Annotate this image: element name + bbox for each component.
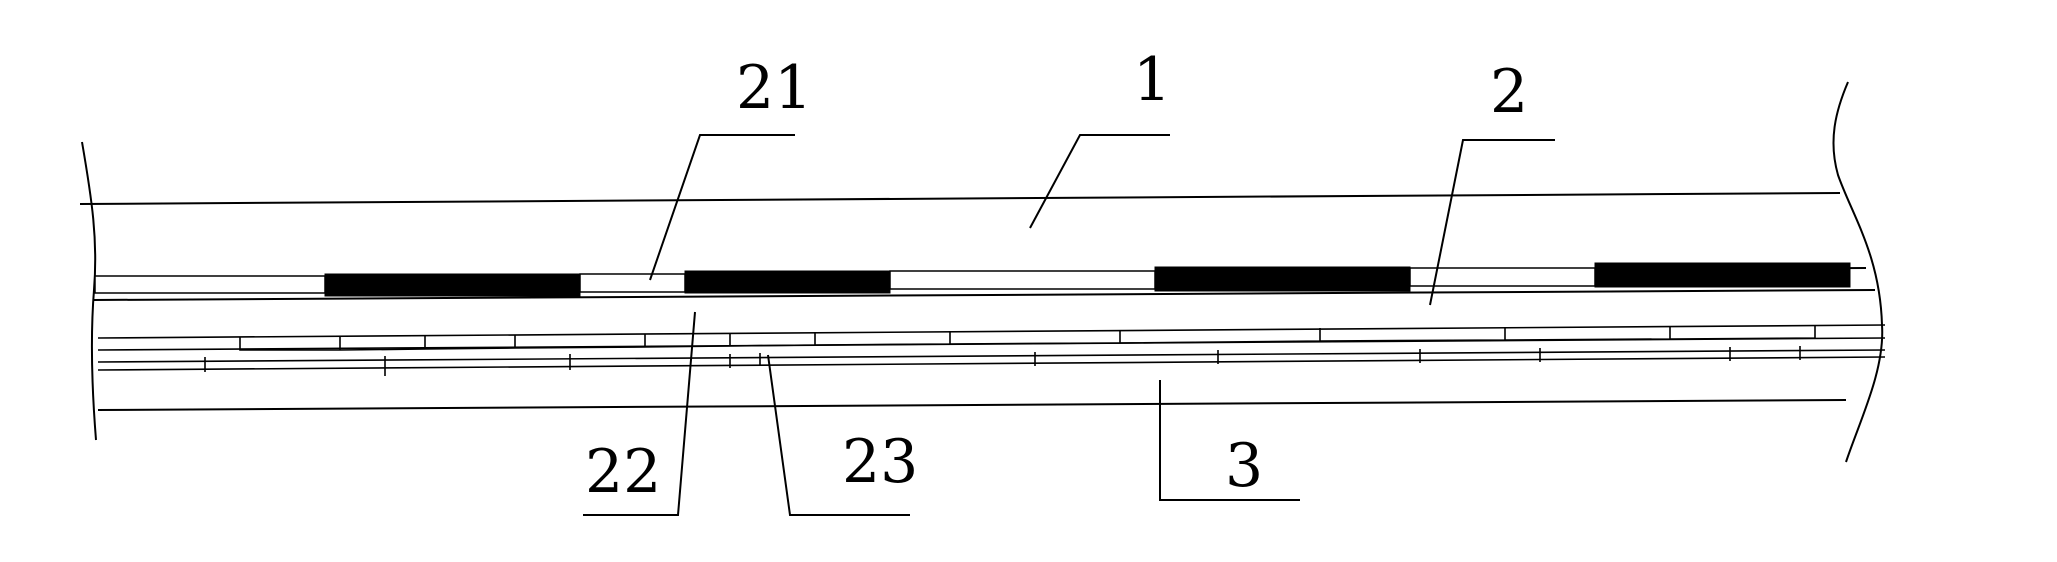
label-1: 1	[1133, 45, 1171, 115]
layer-3-line	[98, 400, 1846, 410]
layer-23-line-b	[98, 357, 1885, 370]
segment-black	[1155, 267, 1410, 291]
left-break-line	[82, 142, 96, 440]
segment-black	[685, 271, 890, 293]
leader-line-1	[1030, 135, 1170, 228]
label-22: 22	[585, 437, 661, 507]
layer-23-line-a	[98, 350, 1885, 362]
label-23: 23	[842, 427, 918, 497]
label-3: 3	[1225, 431, 1263, 501]
leader-line-21	[650, 135, 795, 280]
layer-1-top-line	[80, 193, 1840, 204]
label-21: 21	[736, 53, 812, 123]
segment-white	[580, 274, 685, 292]
layer-22-23	[98, 325, 1885, 376]
layer-22-bricks	[240, 325, 1815, 350]
segment-white	[890, 271, 1155, 289]
segment-white	[95, 276, 325, 293]
label-2: 2	[1490, 57, 1528, 127]
layer-22-line-a	[98, 325, 1885, 338]
segment-black	[325, 274, 580, 296]
layer-23-ticks	[205, 346, 1800, 376]
segment-black	[1595, 263, 1850, 287]
